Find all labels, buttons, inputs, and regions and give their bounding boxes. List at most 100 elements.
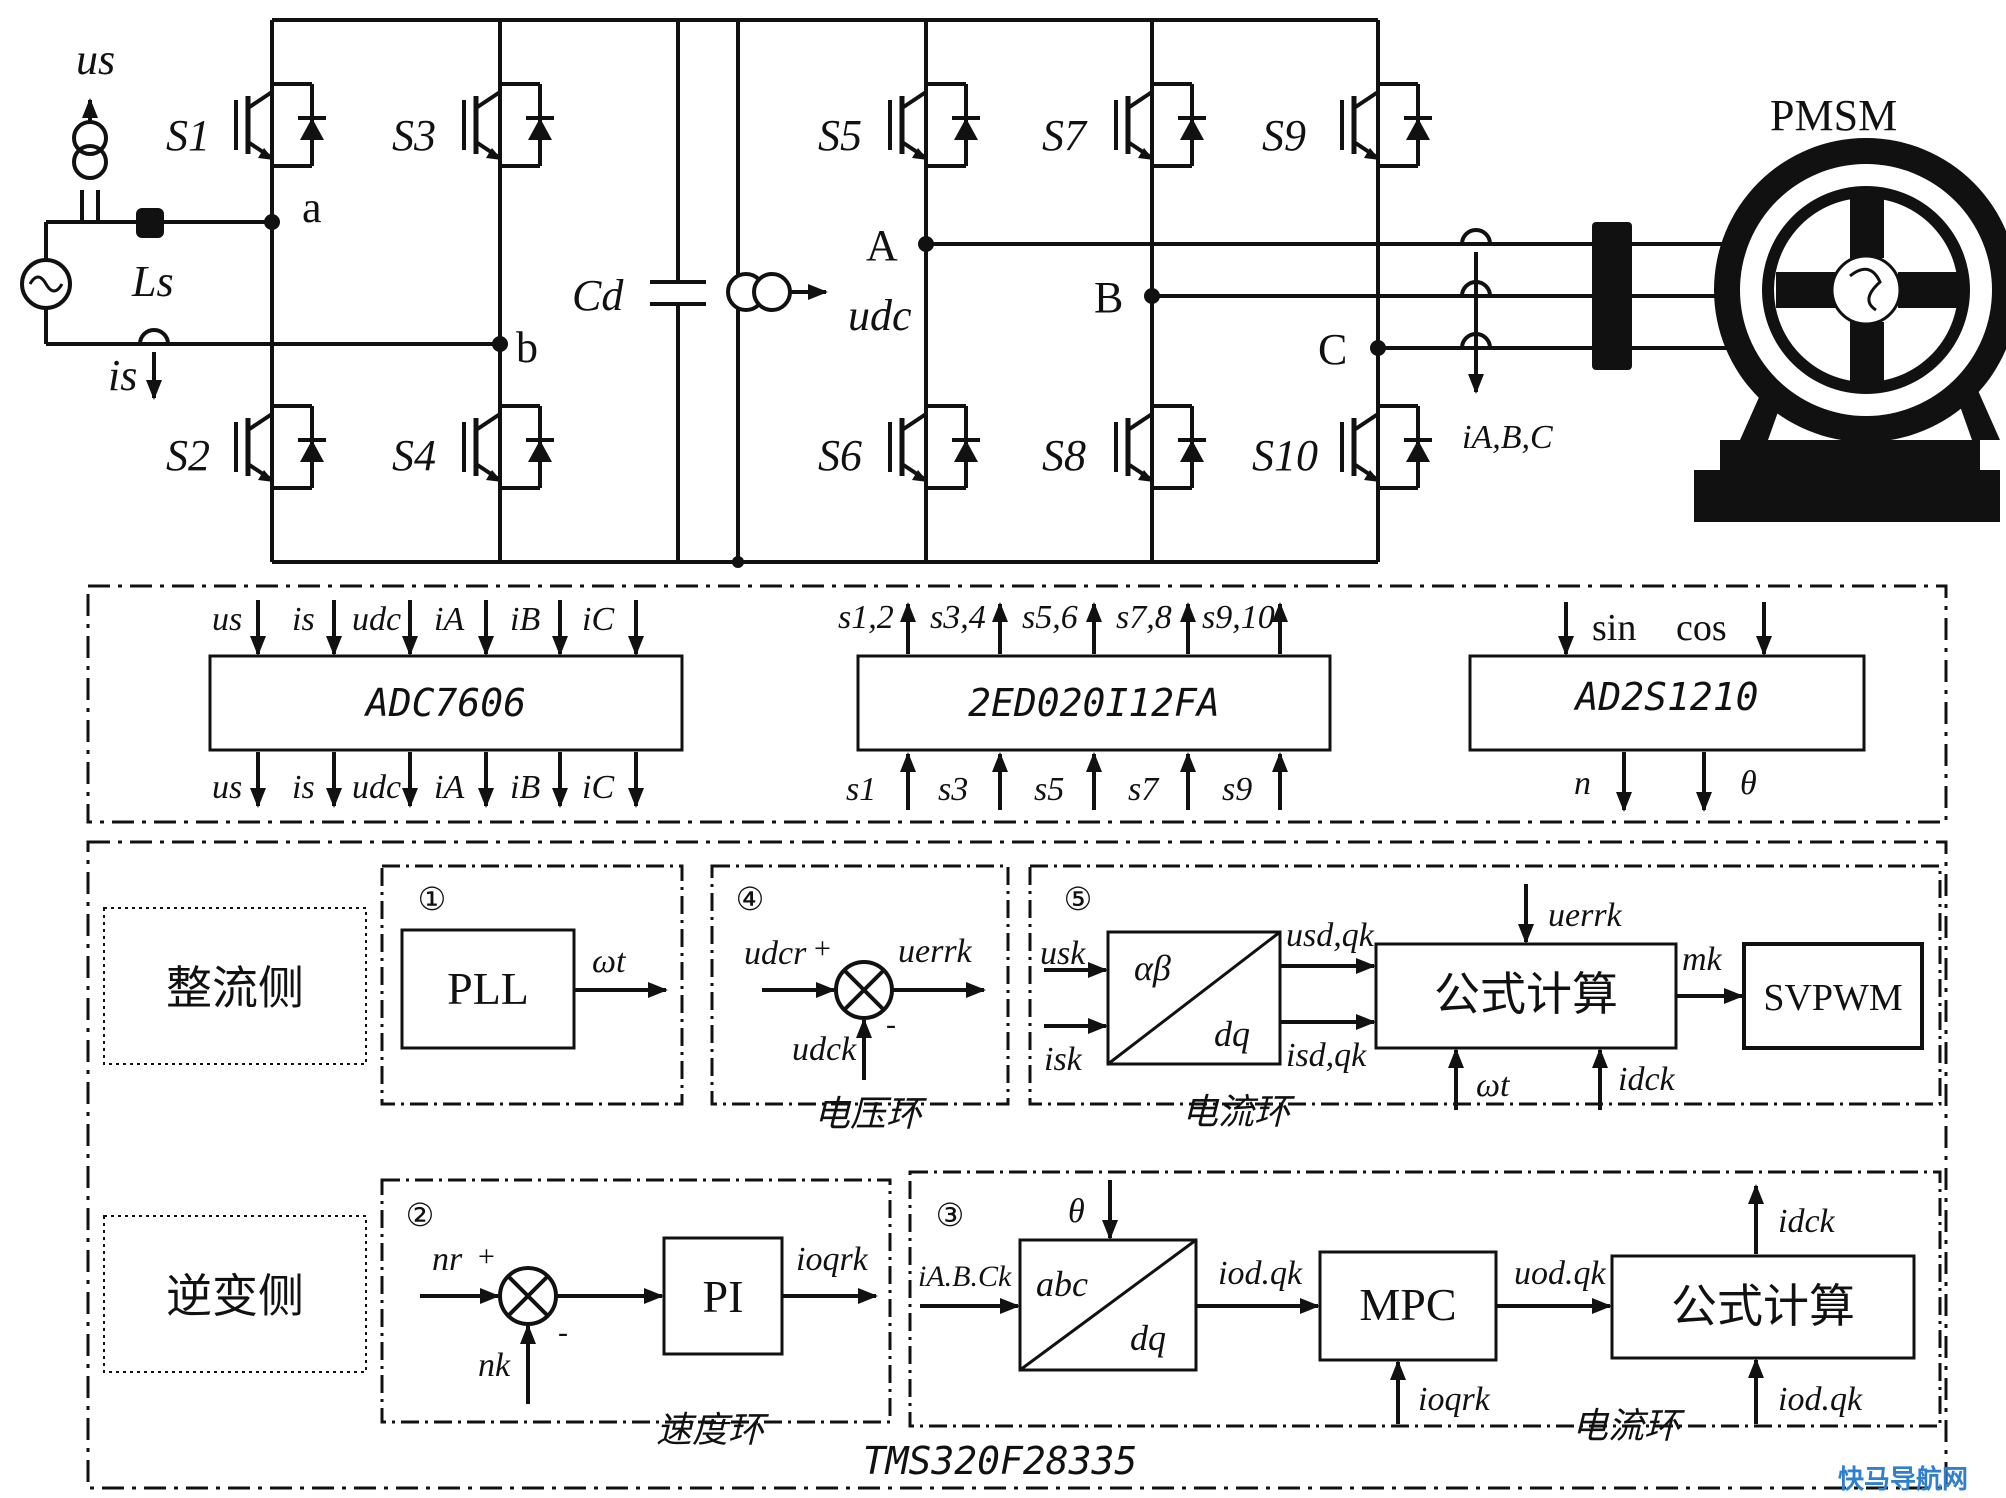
pll-num: ① [418, 880, 447, 918]
label-us: us [76, 35, 115, 84]
driver-out-s34: s3,4 [930, 599, 986, 636]
rect-in2: isk [1044, 1041, 1083, 1078]
driver-in-s3: s3 [938, 771, 968, 808]
inv-current-title: 电流环 [1572, 1406, 1685, 1447]
adc-in-udc: udc [352, 601, 401, 638]
adc-in-is: is [292, 601, 315, 638]
inverter-current-loop-group: ③ abc dq iA.B.Ck θ iod.qk MPC ioqrk uod.… [908, 1170, 1942, 1447]
pll-label: PLL [447, 963, 529, 1014]
adc-chip: ADC7606 us is udc iA iB iC us is udc iA … [208, 600, 684, 808]
driver-out-s910: s9,10 [1202, 599, 1275, 636]
ac-source-icon [20, 258, 72, 310]
driver-out-s56: s5,6 [1022, 599, 1078, 636]
adc-chip-name: ADC7606 [364, 681, 526, 725]
speed-loop-pi: PI [703, 1271, 744, 1322]
voltage-loop-plus: + [814, 932, 831, 965]
rect-m: mk [1682, 941, 1723, 978]
inv-uod: uod.qk [1514, 1255, 1607, 1292]
voltage-loop-out: uerrk [898, 933, 973, 970]
voltage-loop-ref: udcr [744, 935, 807, 972]
inv-in: iA.B.Ck [918, 1260, 1012, 1293]
voltage-loop-num: ④ [736, 880, 765, 918]
label-s7: S7 [1042, 111, 1088, 160]
rect-uerr: uerrk [1548, 897, 1623, 934]
driver-in-s7: s7 [1128, 771, 1160, 808]
resolver-out-n: n [1574, 765, 1591, 802]
inv-iod2: iod.qk [1778, 1381, 1863, 1418]
label-ls: Ls [131, 257, 174, 306]
label-is: is [108, 351, 137, 400]
dsp-name: TMS320F28335 [863, 1439, 1138, 1483]
phase-current-sensors-icon [1460, 228, 1492, 394]
speed-loop-fb: nk [478, 1347, 511, 1384]
adc-out-ia: iA [434, 769, 464, 806]
inv-xf-bot: dq [1130, 1318, 1166, 1358]
speed-loop-plus: + [478, 1240, 495, 1273]
resolver-chip: AD2S1210 sin cos n θ [1468, 602, 1866, 812]
coupling-icon [1592, 222, 1632, 370]
inv-current-num: ③ [936, 1196, 965, 1234]
pll-group: ① PLL ωt [380, 864, 684, 1106]
inv-ioqr: ioqrk [1418, 1381, 1491, 1418]
label-node-a: a [302, 183, 322, 232]
pmsm-motor-icon [1694, 138, 2006, 522]
rectifier-current-loop-group: ⑤ αβ dq usk isk 公式计算 usd,qk isd,qk uerrk… [1028, 864, 1942, 1133]
label-s4: S4 [392, 431, 436, 480]
adc-in-ic: iC [582, 601, 614, 638]
rectifier-side-box [103, 907, 367, 1065]
junction-dots [264, 214, 1386, 568]
inv-xf-top: abc [1036, 1264, 1088, 1304]
voltage-sensor-icon [72, 98, 108, 180]
driver-in-s1: s1 [846, 771, 876, 808]
voltage-loop-group: ④ udcr + uerrk udck - 电压环 [710, 864, 1010, 1135]
label-iabc: iA,B,C [1462, 419, 1553, 456]
adc-in-ia: iA [434, 601, 464, 638]
rectifier-side-label: 整流侧 [166, 961, 304, 1015]
inv-calc: 公式计算 [1671, 1279, 1855, 1333]
label-s1: S1 [166, 111, 210, 160]
rect-current-num: ⑤ [1064, 880, 1093, 918]
label-s6: S6 [818, 431, 862, 480]
label-udc: udc [848, 291, 912, 340]
chip-panel-frame [86, 584, 1948, 824]
label-node-C: C [1318, 325, 1347, 374]
voltage-loop-minus: - [886, 1008, 896, 1041]
speed-loop-group: ② nr + nk - PI ioqrk 速度环 [380, 1178, 892, 1451]
driver-out-s12: s1,2 [838, 599, 894, 636]
inverter-side-box [103, 1215, 367, 1373]
rect-calc-label: 公式计算 [1434, 967, 1618, 1021]
label-node-B: B [1094, 273, 1123, 322]
driver-chip: 2ED020I12FA s1,2 s3,4 s5,6 s7,8 s9,10 s1… [838, 599, 1332, 810]
rect-pwm-label: SVPWM [1763, 977, 1902, 1019]
inv-theta: θ [1068, 1193, 1085, 1230]
resolver-chip-name: AD2S1210 [1573, 675, 1758, 719]
dsp-panel-frame [86, 840, 1948, 1490]
resolver-out-theta: θ [1740, 765, 1757, 802]
driver-out-s78: s7,8 [1116, 599, 1172, 636]
current-sensor-is-icon [138, 328, 170, 400]
speed-loop-minus: - [558, 1316, 568, 1349]
driver-chip-name: 2ED020I12FA [968, 681, 1220, 725]
label-s5: S5 [818, 111, 862, 160]
resolver-in-cos: cos [1676, 607, 1727, 649]
label-s8: S8 [1042, 431, 1086, 480]
rect-out2: isd,qk [1286, 1037, 1367, 1074]
speed-loop-ref: nr [432, 1241, 463, 1278]
circuit-labels: us Ls is S1 S2 S3 S4 a b Cd udc S5 S6 S7… [76, 35, 1897, 480]
resolver-in-sin: sin [1592, 607, 1636, 649]
adc-out-ic: iC [582, 769, 614, 806]
inv-mpc: MPC [1359, 1279, 1456, 1330]
adc-in-ib: iB [510, 601, 540, 638]
label-s9: S9 [1262, 111, 1306, 160]
adc-out-ib: iB [510, 769, 540, 806]
label-pmsm: PMSM [1770, 91, 1897, 140]
voltage-loop-title: 电压环 [814, 1094, 927, 1135]
adc-out-us: us [212, 769, 242, 806]
label-s3: S3 [392, 111, 436, 160]
inv-idc: idck [1778, 1203, 1836, 1240]
speed-loop-title: 速度环 [656, 1410, 769, 1451]
speed-loop-num: ② [406, 1196, 435, 1234]
driver-in-s5: s5 [1034, 771, 1064, 808]
driver-in-s9: s9 [1222, 771, 1252, 808]
